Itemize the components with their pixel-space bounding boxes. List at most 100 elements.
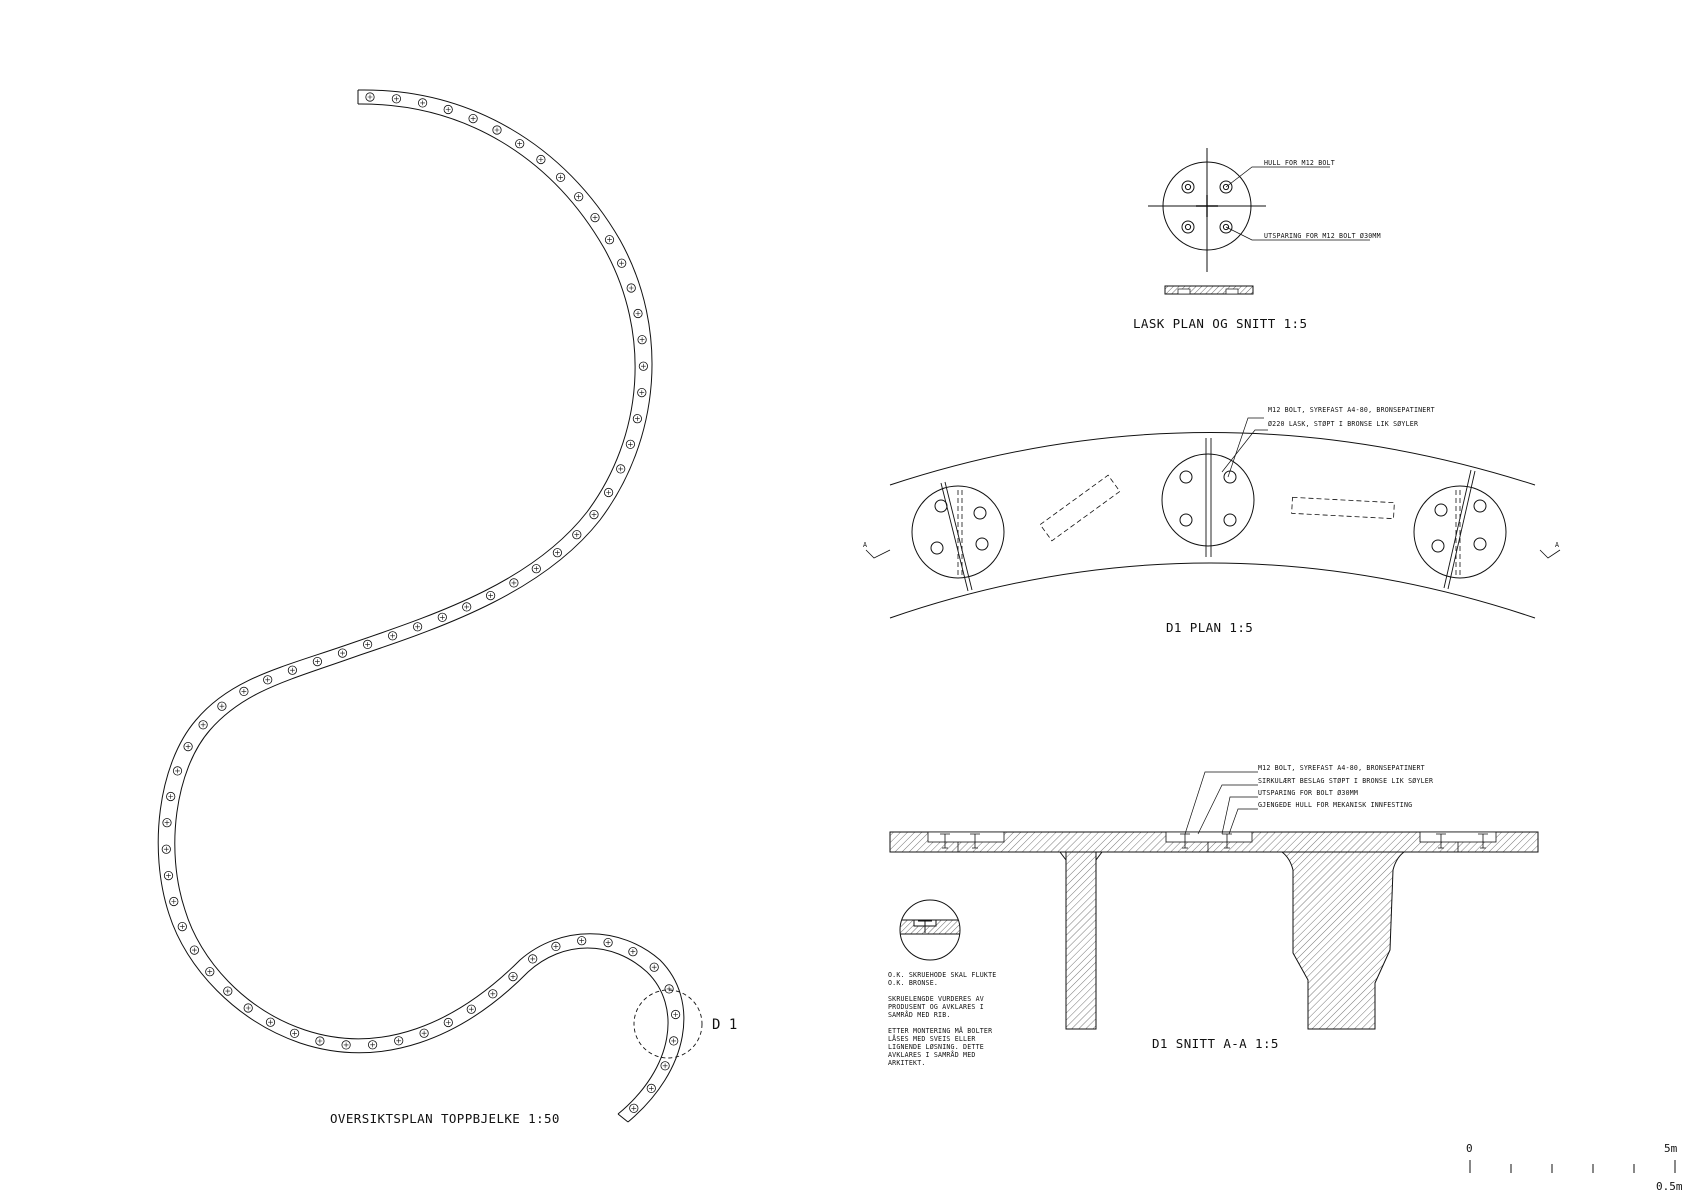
d1-lask-left [911, 485, 1005, 579]
bolt-hole [205, 967, 215, 977]
bolt-hole [646, 1083, 656, 1094]
bolt-hole [263, 675, 273, 685]
note-line: O.K. SKRUEHODE SKAL FLUKTE [888, 971, 996, 979]
beam-outline-outer [174, 89, 685, 1123]
lask-label-recess: UTSPARING FOR M12 BOLT Ø30MM [1264, 232, 1381, 240]
bolt-hole [509, 578, 519, 588]
d1-lask-right [1413, 485, 1507, 579]
d1-joint-right [1443, 469, 1472, 589]
lask-bolt-holes [1181, 180, 1233, 234]
bolt-hole [555, 172, 566, 182]
note-line: SAMRÅD MED RIB. [888, 1010, 951, 1019]
bolt-hole [603, 487, 614, 498]
bolt-hole [362, 639, 373, 650]
section-label: UTSPARING FOR BOLT Ø30MM [1258, 789, 1358, 797]
section-web-right [1280, 851, 1406, 1030]
note-line: ARKITEKT. [888, 1059, 926, 1067]
note-line: SKRUELENGDE VURDERES AV [888, 995, 984, 1003]
bolt-hole [417, 98, 428, 108]
bolt-hole [177, 921, 187, 932]
bolt-hole [632, 414, 643, 424]
bolt-hole [629, 1103, 639, 1113]
bolt-hole [508, 971, 518, 982]
section-marker-left [865, 549, 891, 559]
note-line: AVKLARES I SAMRÅD MED [888, 1050, 976, 1059]
bolt-hole [312, 656, 322, 667]
section-label: GJENGEDE HULL FOR MEKANISK INNFESTING [1258, 801, 1412, 809]
bolt-hole [589, 509, 599, 520]
section-marker-right [1539, 549, 1561, 559]
bolt-hole [265, 1017, 276, 1027]
bolt-hole [466, 1004, 476, 1014]
bolt-hole [243, 1003, 253, 1013]
bolt-hole [528, 954, 538, 964]
section-web-left [1065, 851, 1097, 1030]
note-line: LIGNENDE LØSNING. DETTE [888, 1043, 984, 1051]
bolt-hole [287, 665, 297, 675]
bolt-hole [419, 1028, 429, 1038]
bolt-hole [638, 361, 649, 371]
lask-title: LASK PLAN OG SNITT 1:5 [1133, 316, 1307, 331]
bolt-hole [443, 104, 453, 115]
d1-plan-title: D1 PLAN 1:5 [1166, 620, 1253, 635]
scale-bar [1469, 1160, 1676, 1173]
d1-plan-inner-arc [889, 562, 1536, 619]
leader-recess [1225, 226, 1370, 241]
bolt-hole [183, 741, 193, 752]
overview-plan: D 1 OVERSIKTSPLAN TOPPBJELKE 1:50 [157, 89, 737, 1126]
bolt-hole [163, 870, 174, 881]
bolt-hole [412, 622, 423, 632]
scale-label-end: 5m [1664, 1142, 1678, 1155]
bolt-hole [551, 941, 561, 952]
bolt-hole [162, 818, 172, 828]
d1-plan [865, 417, 1561, 619]
bolt-hole [387, 631, 398, 641]
section-mark-left: A [863, 541, 867, 549]
bolt-hole [649, 962, 659, 972]
note-line: ETTER MONTERING MÅ BOLTER [888, 1026, 992, 1035]
d1-section [889, 771, 1539, 1030]
d1-lask-center [1161, 453, 1255, 547]
bolt-hole [616, 464, 626, 474]
bolt-hole [367, 1040, 378, 1050]
d1-plan-leader-lask [1221, 429, 1268, 473]
lask-plate-circle [1162, 161, 1252, 251]
bolt-hole [670, 1009, 681, 1020]
bolt-hole [485, 590, 496, 601]
bolt-hole [391, 94, 401, 104]
detail-tag-d1: D 1 [712, 1017, 737, 1033]
section-label: SIRKULÆRT BESLAG STØPT I BRONSE LIK SØYL… [1258, 777, 1433, 785]
bolt-hole [468, 114, 478, 124]
scale-label-start: 0 [1466, 1142, 1473, 1155]
bolt-hole [637, 387, 647, 398]
scale-label-sub: 0.5m [1656, 1180, 1683, 1193]
bolt-hole [166, 791, 176, 802]
bolt-hole [590, 213, 600, 223]
bolt-hole [198, 720, 208, 730]
bolt-hole [437, 612, 447, 622]
bolt-hole [515, 139, 525, 149]
bolt-hole [664, 984, 674, 994]
section-detail-circle [899, 899, 961, 961]
bolt-hole [315, 1036, 325, 1046]
bolt-hole [574, 192, 584, 202]
lask-plan-and-section [1148, 148, 1370, 295]
d1-plan-leader-bolt [1227, 417, 1264, 478]
bolt-hole [625, 439, 636, 449]
section-label: M12 BOLT, SYREFAST A4-80, BRONSEPATINERT [1258, 764, 1425, 772]
bolt-hole [161, 844, 171, 854]
bolt-hole [239, 686, 249, 697]
bolt-hole [633, 308, 643, 319]
lask-label-hole: HULL FOR M12 BOLT [1264, 159, 1335, 167]
bolt-hole [626, 283, 636, 293]
beam-bolt-holes [161, 92, 681, 1113]
bolt-hole [189, 945, 199, 955]
bolt-hole [572, 530, 582, 540]
beam-end-bottom [617, 1113, 629, 1123]
bolt-hole [628, 947, 638, 957]
lask-section-plate [1164, 285, 1254, 295]
note-line: LÅSES MED SVEIS ELLER [888, 1034, 976, 1043]
section-mark-right: A [1555, 541, 1559, 549]
bolt-hole [604, 235, 615, 245]
d1-plan-outer-arc [889, 432, 1536, 486]
